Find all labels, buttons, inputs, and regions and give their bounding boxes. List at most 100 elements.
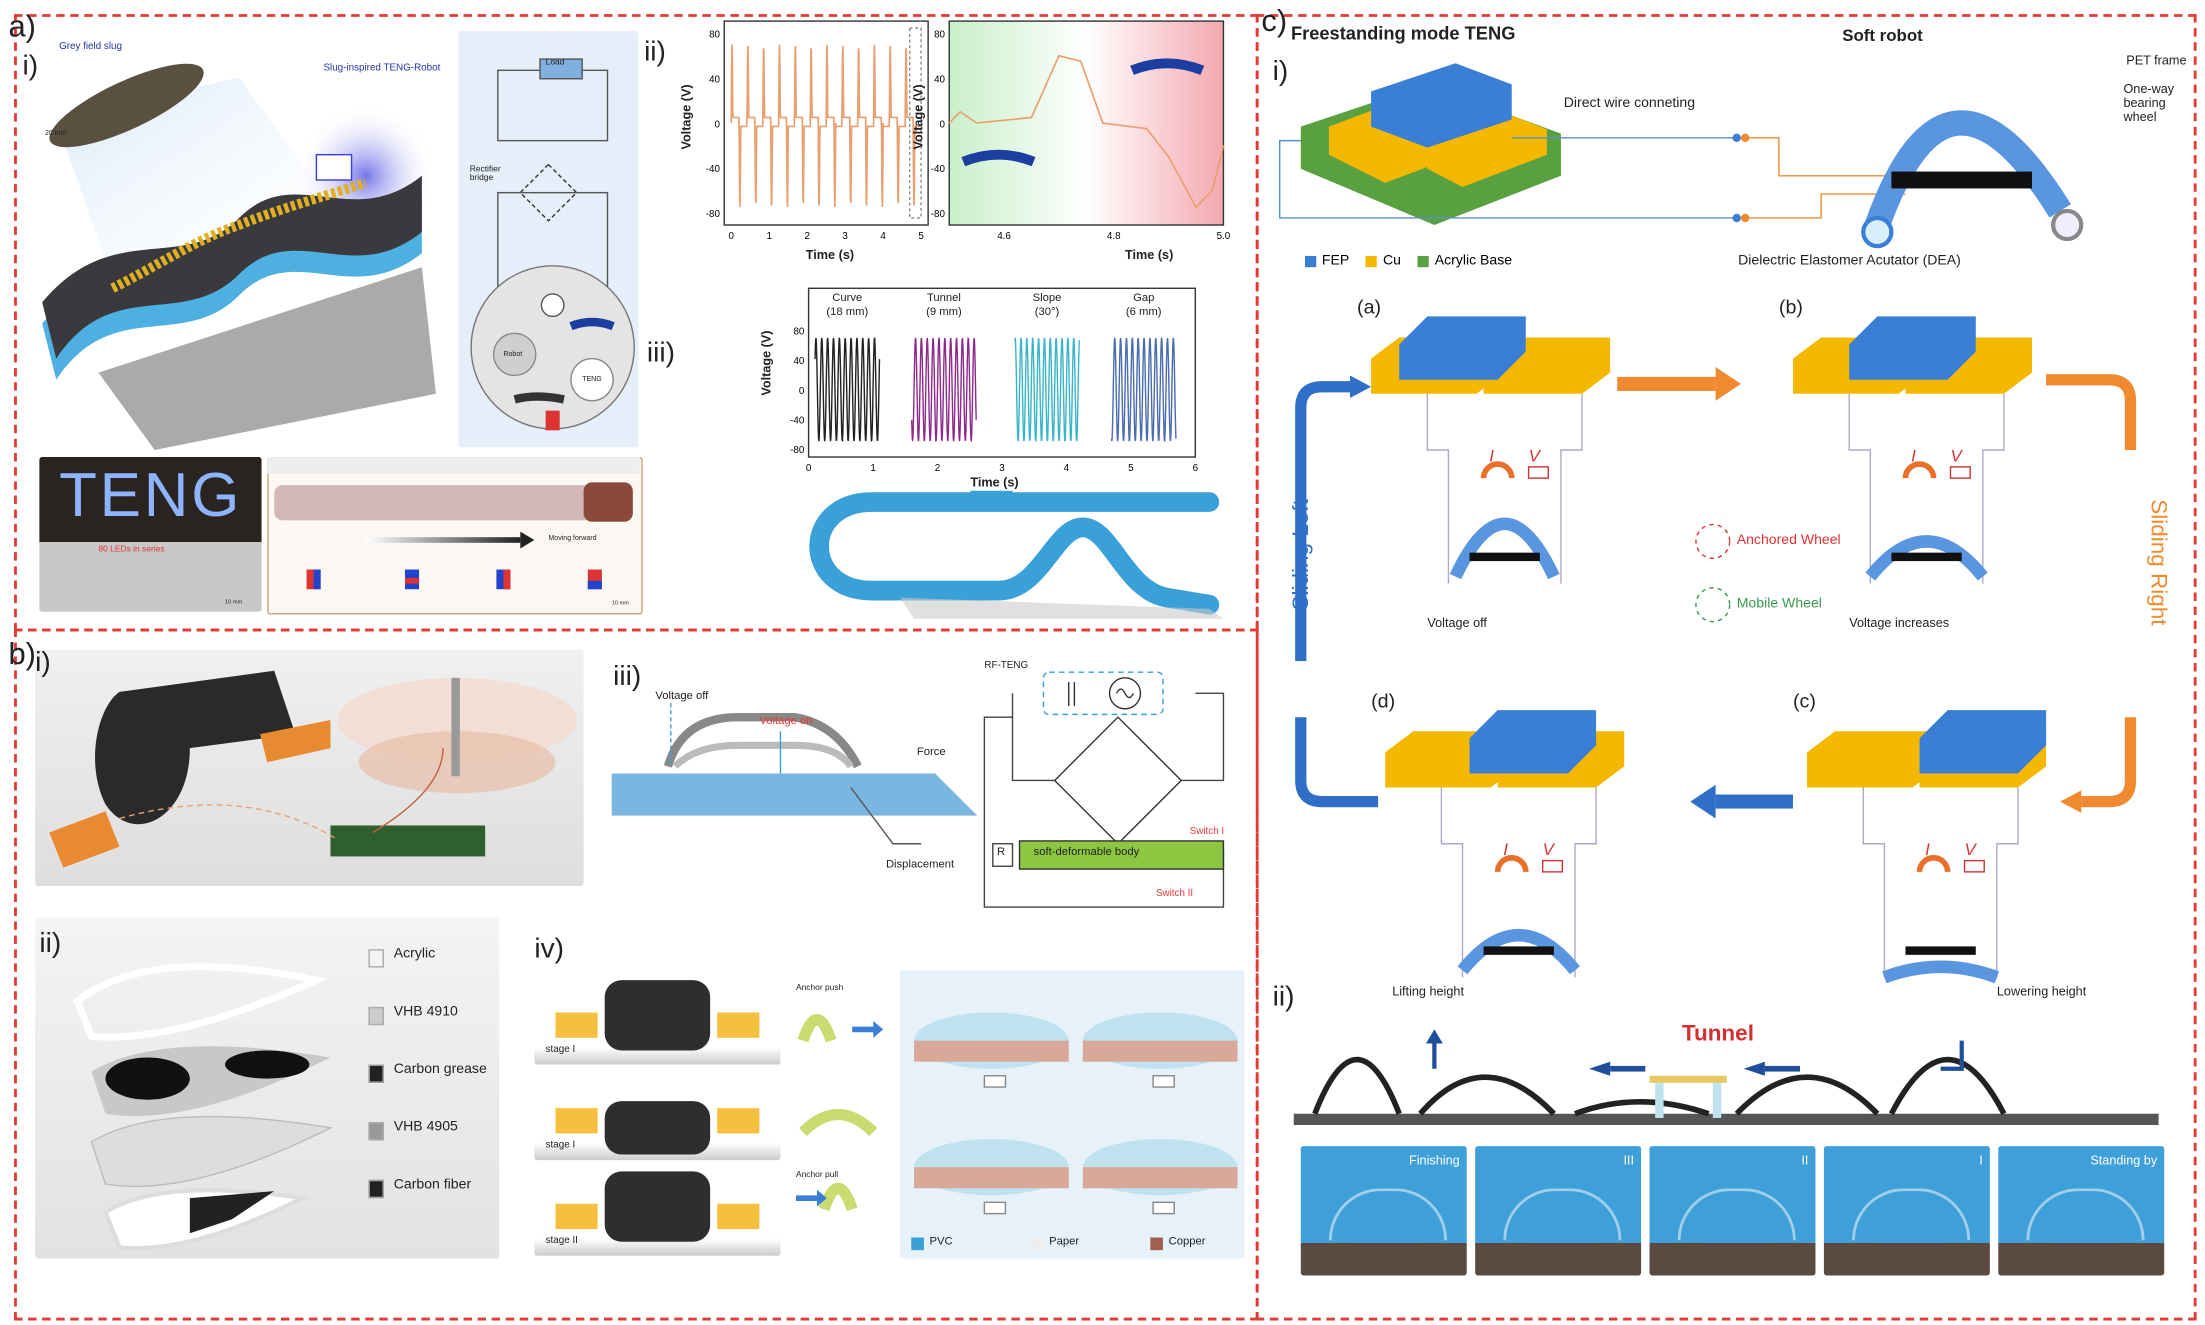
electrode-pad: [555, 1108, 598, 1134]
layer-label: VHB 4905: [393, 1119, 458, 1135]
force-label: Force: [916, 745, 946, 758]
panel-c-i-label: i): [1272, 56, 1289, 88]
legend-label: Paper: [1049, 1234, 1080, 1248]
sliding-right-label: Sliding Right: [2145, 499, 2170, 626]
a2z-ytick: -80: [931, 209, 946, 220]
legend-swatch-icon: [1150, 1237, 1163, 1251]
a2-ytick: 40: [709, 74, 720, 85]
robot-title: Soft robot: [1842, 25, 1923, 45]
wire-caption: Direct wire conneting: [1563, 95, 1696, 112]
rf-teng-label: RF-TENG: [984, 660, 1029, 671]
a2-ytick: 0: [715, 119, 721, 130]
legend-label: FEP: [1321, 253, 1350, 269]
dea-strip: [1483, 946, 1554, 955]
bearing-wheel-label: One-way bearing wheel: [2123, 81, 2175, 124]
photo-caption: Finishing: [1409, 1153, 1460, 1168]
load-label: Load: [545, 59, 565, 68]
terrain-track: [809, 490, 1224, 619]
stage-label: stage I: [545, 1140, 576, 1151]
circle-teng-label: TENG: [582, 375, 602, 384]
a2z-xlabel: Time (s): [1125, 247, 1174, 262]
panel-b-i-label: i): [35, 646, 51, 678]
a3-xtick: 4: [1064, 463, 1070, 474]
slug-robot-illustration: [42, 63, 436, 450]
a2-xtick: 2: [804, 231, 809, 242]
a3-ytick: 80: [793, 327, 804, 338]
a3-segment-detail: (30°): [1034, 305, 1060, 318]
robot-body: [604, 1101, 711, 1155]
electrode-pad: [555, 1203, 598, 1230]
state-caption: Voltage off: [1427, 615, 1487, 630]
panel-a-ii-label: ii): [644, 36, 666, 68]
led-text: TENG: [59, 461, 243, 531]
current-symbol: I: [1489, 446, 1494, 465]
a3-ytick: 0: [799, 386, 805, 397]
a2z-ytick: -40: [931, 164, 946, 175]
wire: [1862, 787, 1886, 978]
body-label: soft-deformable body: [1033, 845, 1140, 858]
wire: [1560, 393, 1583, 584]
panel-b-iii-label: iii): [613, 660, 642, 692]
a2z-ytick: 80: [934, 30, 945, 41]
a3-xtick: 0: [806, 463, 812, 474]
cu-electrode: [1807, 731, 1941, 788]
panel-b-iv-label: iv): [534, 933, 565, 965]
current-gauge-icon: [1916, 855, 1951, 873]
a2-ylabel: Voltage (V): [679, 84, 694, 150]
fep-slider: [1849, 316, 1976, 380]
a3-segment-name: Tunnel: [926, 291, 961, 304]
layer-swatch-icon: [368, 1179, 384, 1199]
a2-xtick: 0: [729, 231, 735, 242]
legend-item: Cu: [1366, 253, 1401, 269]
voltage-symbol: V: [1965, 840, 1978, 859]
moving-strip-photo: [267, 457, 643, 615]
current-symbol: I: [1911, 446, 1916, 465]
teng-to-robot-diagram: [1278, 63, 2084, 249]
a3-xtick: 1: [870, 463, 875, 474]
a3-segment-detail: (18 mm): [826, 305, 869, 318]
legend-item: FEP: [1305, 253, 1350, 269]
a3-ylabel: Voltage (V): [759, 330, 774, 396]
a2-xtick: 3: [842, 231, 848, 242]
wire: [1996, 787, 2019, 978]
a2-xtick: 1: [766, 231, 771, 242]
panel-c-ii-label: ii): [1272, 981, 1295, 1013]
slug-icon: [961, 149, 1036, 167]
current-symbol: I: [1503, 840, 1508, 859]
anchored-wheel-label: Anchored Wheel: [1736, 532, 1841, 549]
a3-xtick: 3: [999, 463, 1005, 474]
dea-strip: [1905, 946, 1976, 955]
electrode-pad: [717, 1203, 760, 1230]
soft-robot-icon: [1457, 929, 1580, 975]
slug-caption: Grey field slug: [59, 42, 122, 53]
wire: [1848, 393, 1872, 584]
led-scale: 10 mm: [225, 597, 243, 605]
pet-frame-label: PET frame: [2126, 53, 2187, 68]
a2-xtick: 4: [880, 231, 886, 242]
a3-xlabel: Time (s): [970, 475, 1019, 490]
legend-label: Acrylic Base: [1434, 253, 1513, 269]
resistor-label: R: [997, 845, 1006, 858]
layer-label: VHB 4910: [393, 1004, 458, 1020]
panel-a-iii-label: iii): [646, 337, 675, 369]
current-gauge-icon: [1480, 461, 1515, 479]
mobile-wheel-label: Mobile Wheel: [1736, 596, 1822, 612]
a2z-ytick: 0: [940, 119, 946, 130]
a3-ytick: 40: [793, 356, 804, 367]
a3-segment-name: Curve: [832, 291, 863, 304]
panel-c-frame: [1255, 14, 2197, 1321]
voltage-on-label: Voltage on: [759, 714, 813, 728]
battery-icon: [1963, 859, 1985, 873]
panel-c-label: c): [1261, 2, 1288, 38]
a3-segment-name: Gap: [1133, 291, 1155, 304]
fep-slider: [1399, 316, 1526, 380]
deformation-diagram: [611, 703, 978, 845]
layer-swatch-icon: [368, 1122, 384, 1141]
panel-b-ii-label: ii): [39, 928, 62, 960]
a3-signal-slope: [1014, 337, 1080, 443]
